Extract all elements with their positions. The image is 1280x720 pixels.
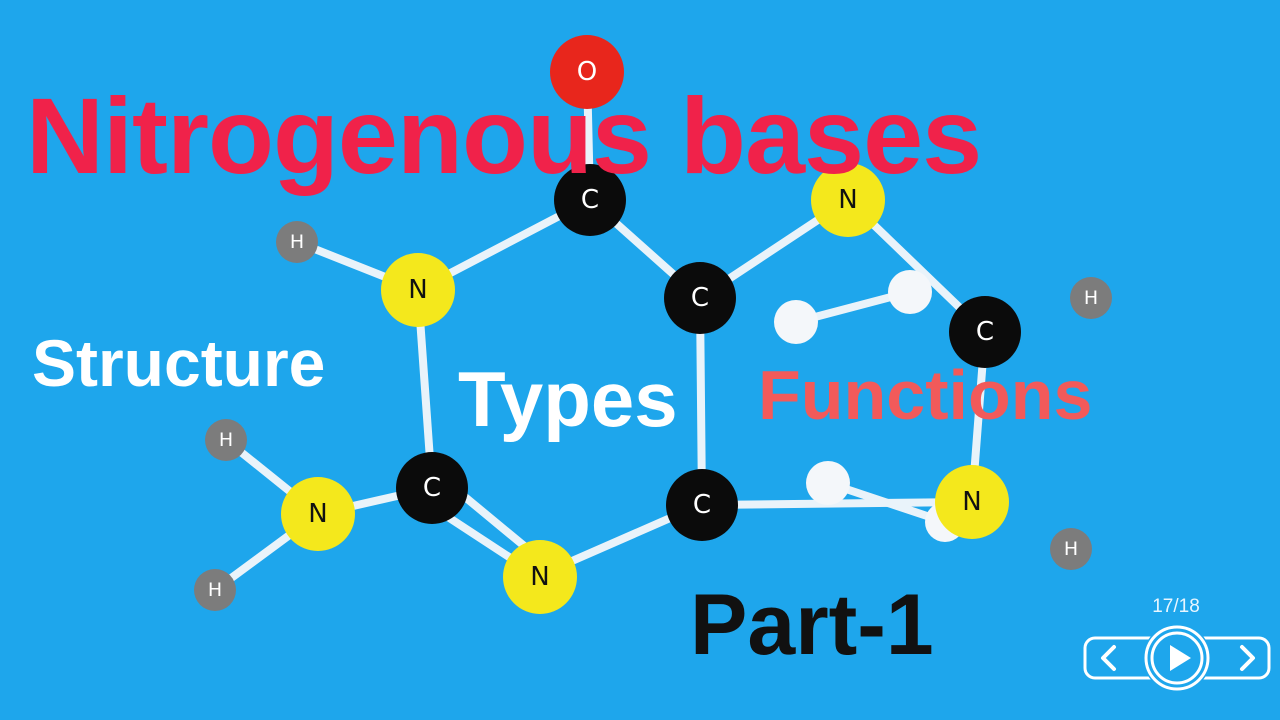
oxygen-atom: O: [550, 35, 624, 109]
nitrogen-atom: N: [811, 163, 885, 237]
slide-player-controls: [1082, 622, 1272, 692]
carbon-atom: C: [396, 452, 468, 524]
hydrogen-atoms: H H H H H: [194, 221, 1112, 611]
carbon-atom: C: [664, 262, 736, 334]
svg-text:H: H: [219, 429, 233, 451]
topic-types: Types: [458, 355, 678, 443]
carbon-atom: C: [666, 469, 738, 541]
hydrogen-stub: [774, 300, 818, 344]
nitrogen-atom: N: [281, 477, 355, 551]
svg-text:N: N: [838, 185, 857, 215]
svg-text:H: H: [1064, 538, 1078, 560]
svg-text:O: O: [577, 57, 597, 87]
svg-text:N: N: [408, 275, 427, 305]
previous-button[interactable]: [1090, 642, 1130, 674]
svg-text:H: H: [290, 231, 304, 253]
nitrogen-atom: N: [381, 253, 455, 327]
topic-structure: Structure: [32, 326, 326, 400]
chevron-left-icon: [1101, 645, 1116, 671]
page-title: Nitrogenous bases: [26, 75, 982, 196]
part-label: Part-1: [690, 577, 934, 673]
svg-text:C: C: [693, 490, 711, 520]
carbon-atom: C: [554, 164, 626, 236]
carbon-atoms: C C C C C: [396, 164, 1021, 541]
slide-counter: 17/18: [1152, 596, 1200, 617]
svg-text:H: H: [1084, 287, 1098, 309]
svg-text:N: N: [962, 487, 981, 517]
hydrogen-atom: H: [194, 569, 236, 611]
next-button[interactable]: [1226, 642, 1266, 674]
svg-text:C: C: [423, 473, 441, 503]
chevron-right-icon: [1240, 645, 1255, 671]
nitrogen-atom: N: [503, 540, 577, 614]
svg-text:C: C: [691, 283, 709, 313]
svg-text:N: N: [308, 499, 327, 529]
hydrogen-stub: [806, 461, 850, 505]
hydrogen-atom: H: [1070, 277, 1112, 319]
hydrogen-atom: H: [205, 419, 247, 461]
svg-text:H: H: [208, 579, 222, 601]
nitrogen-atom: N: [935, 465, 1009, 539]
hydrogen-atom: H: [1050, 528, 1092, 570]
hydrogen-atom: H: [276, 221, 318, 263]
svg-text:C: C: [976, 317, 994, 347]
play-button[interactable]: [1143, 624, 1211, 692]
carbon-atom: C: [949, 296, 1021, 368]
topic-functions: Functions: [758, 356, 1093, 434]
hydrogen-stub: [888, 270, 932, 314]
svg-text:N: N: [530, 562, 549, 592]
nitrogen-atoms: N N N N N: [281, 163, 1009, 614]
svg-text:C: C: [581, 185, 599, 215]
play-icon: [1144, 625, 1210, 691]
